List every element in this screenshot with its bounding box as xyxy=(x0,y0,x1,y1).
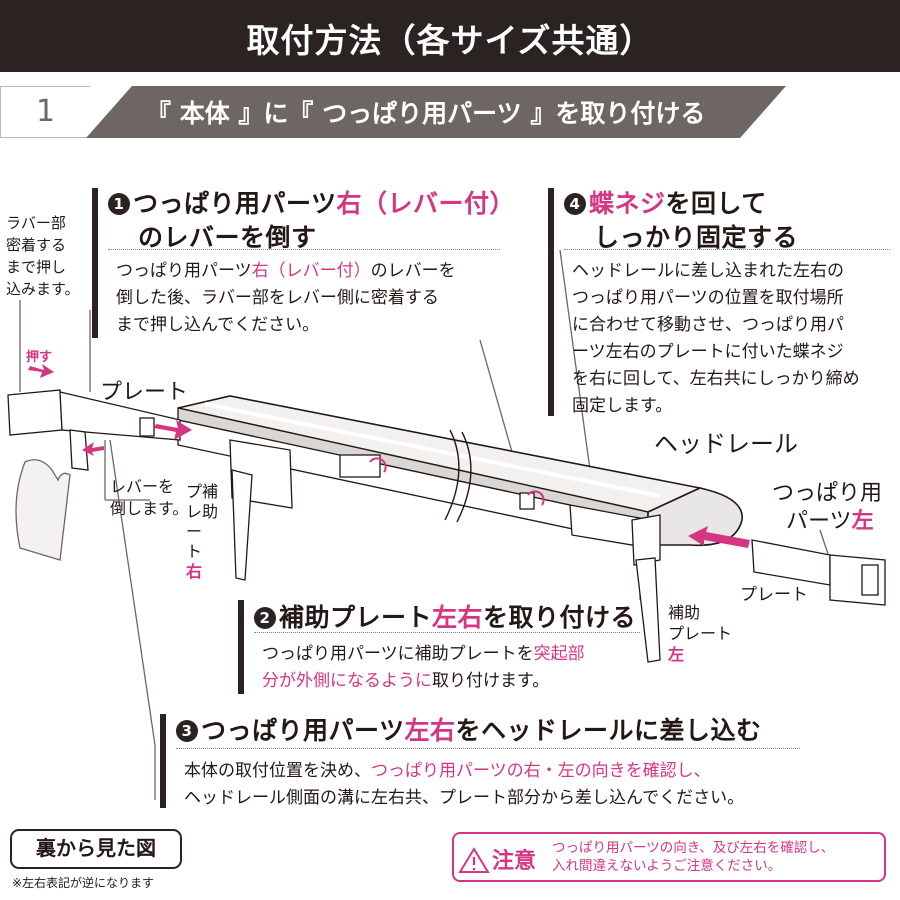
part-left-line2: パーツ xyxy=(786,509,852,534)
step4-body-line: を右に回して、左右共にしっかり締め xyxy=(572,369,860,389)
step1-body-1a: つっぱり用パーツ xyxy=(116,261,252,281)
step2-body-1a: つっぱり用パーツに補助プレートを xyxy=(262,644,534,664)
caution-text-line: つっぱり用パーツの向き、及び左右を確認し、 xyxy=(552,840,835,856)
push-label: 押す xyxy=(26,350,53,365)
step4-body-line: ーツ左右のプレートに付いた蝶ネジ xyxy=(572,342,844,362)
aux-right-line: ー xyxy=(186,522,203,541)
plate-label-left: プレート xyxy=(100,380,189,405)
lever-label-line: レバーを xyxy=(110,477,175,496)
step1-divider xyxy=(108,249,500,250)
step1-title-a: つっぱり用パーツ xyxy=(133,189,337,218)
step1-body-3: まで押し込んでください。 xyxy=(116,315,320,335)
step-title: 『 本体 』に『 つっぱり用パーツ 』を取り付ける xyxy=(146,99,706,128)
step3-divider xyxy=(176,748,800,749)
step4-divider xyxy=(564,249,890,250)
part-left-line1: つっぱり用 xyxy=(772,481,883,506)
rubber-label-line: ラバー部 xyxy=(6,214,66,232)
step4-number: 4 xyxy=(564,193,586,215)
step3-title-a: つっぱり用パーツ xyxy=(201,716,405,745)
step3-body-2: ヘッドレール側面の溝に左右共、プレート部分から差し込んでください。 xyxy=(184,788,745,808)
step4-bar xyxy=(548,188,554,416)
step-number: 1 xyxy=(0,86,90,138)
aux-right-side: 右 xyxy=(186,562,203,581)
aux-left-line: プレート xyxy=(668,624,733,643)
rubber-label: ラバー部 密着する まで押し 込みます。 xyxy=(6,212,80,300)
rubber-label-line: 密着する xyxy=(6,236,67,254)
step2-body: つっぱり用パーツに補助プレートを突起部 分が外側になるように取り付けます。 xyxy=(262,641,585,695)
step1-body: つっぱり用パーツ右（レバー付）のレバーを 倒した後、ラバー部をレバー側に密着する… xyxy=(116,258,456,339)
title-bar: 取付方法（各サイズ共通） xyxy=(0,0,900,72)
aux-left-side: 左 xyxy=(668,645,685,664)
aux-left-line: 補助 xyxy=(668,603,701,622)
caution-box: 注意 つっぱり用パーツの向き、及び左右を確認し、 入れ間違えないようご注意くださ… xyxy=(452,832,886,882)
step3-body-1b: つっぱり用パーツの右・左の向きを確認し、 xyxy=(371,761,711,781)
page-title: 取付方法（各サイズ共通） xyxy=(246,21,654,60)
hand-icon xyxy=(15,459,71,561)
step1-body-2: 倒した後、ラバー部をレバー側に密着する xyxy=(116,288,439,308)
step4-body-line: ヘッドレールに差し込まれた左右の xyxy=(572,261,844,281)
rotate-icon xyxy=(369,457,545,506)
step4-body-line: つっぱり用パーツの位置を取付場所 xyxy=(572,288,844,308)
step3-body-1a: 本体の取付位置を決め、 xyxy=(184,761,371,781)
reversed-note: ※左右表記が逆になります xyxy=(12,876,155,890)
step2-title-b: 左右 xyxy=(432,603,484,632)
caution-label: 注意 xyxy=(492,849,537,874)
step2-number: 2 xyxy=(254,607,276,629)
step4-title-b: を回して xyxy=(665,189,767,218)
aux-right-line: プ補 xyxy=(186,482,219,501)
step-banner-shape xyxy=(86,86,786,138)
plate-label-right: プレート xyxy=(740,585,808,605)
step2-bar xyxy=(238,600,244,694)
step1-title-line2: のレバーを倒す xyxy=(138,223,317,252)
step4-body: ヘッドレールに差し込まれた左右の つっぱり用パーツの位置を取付場所 に合わせて移… xyxy=(572,258,860,420)
step3-title-b: 左右 xyxy=(404,716,456,745)
step1-body-1b: 右（レバー付） xyxy=(251,261,371,281)
aux-right-line: ト xyxy=(186,542,203,561)
head-rail-label: ヘッドレール xyxy=(654,430,798,458)
step4-body-line: 固定します。 xyxy=(572,396,673,416)
lever-label-line: 倒します。 xyxy=(110,499,189,518)
step3-bar xyxy=(160,714,166,808)
caution-text: つっぱり用パーツの向き、及び左右を確認し、 入れ間違えないようご注意ください。 xyxy=(552,839,834,875)
warning-triangle-icon xyxy=(458,847,490,873)
step2-divider xyxy=(254,632,640,633)
step3-number: 3 xyxy=(176,720,198,742)
step4-title-a: 蝶ネジ xyxy=(589,189,666,218)
right-bracket xyxy=(519,492,886,663)
step1-bar xyxy=(92,188,98,338)
step1-title-b: 右（レバー付） xyxy=(336,189,516,218)
step4-body-line: に合わせて移動させ、つっぱり用パ xyxy=(572,315,844,335)
aux-plate-left-label: 補助 プレート 左 xyxy=(668,602,732,665)
step-banner: 『 本体 』に『 つっぱり用パーツ 』を取り付ける xyxy=(86,86,786,138)
step3-title-c: をヘッドレールに差し込む xyxy=(455,716,762,745)
rubber-label-line: まで押し xyxy=(6,258,67,276)
step1-body-1c: のレバーを xyxy=(370,261,456,281)
caution-text-line: 入れ間違えないようご注意ください。 xyxy=(552,858,782,874)
step4-title-line2: しっかり固定する xyxy=(594,223,799,252)
step2-body-2a: 分が外側になるように xyxy=(262,671,432,691)
rubber-label-line: 込みます。 xyxy=(6,280,80,298)
step1-number: 1 xyxy=(108,193,130,215)
aux-plate-right-label: プ補 レ助 ー ト 右 xyxy=(186,482,218,582)
step3-body: 本体の取付位置を決め、つっぱり用パーツの右・左の向きを確認し、 ヘッドレール側面… xyxy=(184,758,744,812)
left-bracket xyxy=(7,389,381,581)
step2-body-1b: 突起部 xyxy=(533,644,585,664)
arrow-icon xyxy=(28,364,750,548)
back-view-box: 裏から見た図 xyxy=(10,829,182,869)
lever-label: レバーを 倒します。 xyxy=(110,476,188,520)
aux-right-line: レ助 xyxy=(186,502,219,521)
step2-body-2b: 取り付けます。 xyxy=(432,671,550,691)
part-left-label: つっぱり用 パーツ左 xyxy=(772,480,882,536)
step2-title-a: 補助プレート xyxy=(279,603,433,632)
part-left-side: 左 xyxy=(851,509,874,534)
step2-title-c: を取り付ける xyxy=(483,603,637,632)
